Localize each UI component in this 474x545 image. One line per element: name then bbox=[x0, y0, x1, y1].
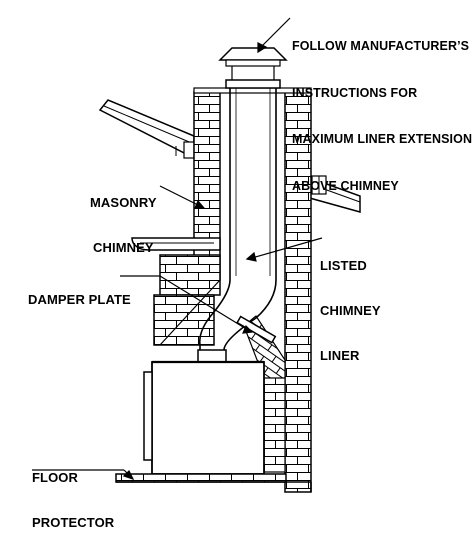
floor-line-2: PROTECTOR bbox=[32, 515, 115, 530]
rain-cap bbox=[218, 47, 288, 89]
chimney-liner bbox=[197, 80, 277, 363]
masonry-line-1: MASONRY bbox=[90, 195, 157, 210]
roof-left bbox=[98, 99, 195, 160]
listed-line-1: LISTED bbox=[320, 258, 367, 273]
masonry-chimney-label: MASONRY CHIMNEY bbox=[90, 165, 157, 270]
chimney-liner-diagram bbox=[32, 17, 361, 493]
stove bbox=[143, 360, 265, 475]
damper-plate-label: DAMPER PLATE bbox=[28, 262, 131, 322]
liner-extension-line-1: FOLLOW MANUFACTURER’S bbox=[292, 39, 470, 53]
liner-extension-label: FOLLOW MANUFACTURER’S INSTRUCTIONS FOR M… bbox=[292, 8, 472, 210]
liner-extension-line-4: ABOVE CHIMNEY bbox=[292, 178, 399, 193]
damper-plate bbox=[236, 315, 277, 344]
liner-extension-line-3: MAXIMUM LINER EXTENSION bbox=[292, 132, 473, 146]
listed-chimney-liner-label: LISTED CHIMNEY LINER bbox=[320, 228, 381, 378]
masonry-line-2: CHIMNEY bbox=[93, 240, 154, 255]
listed-line-3: LINER bbox=[320, 348, 360, 363]
leader-lines bbox=[32, 17, 323, 481]
floor-protector-label: FLOOR PROTECTOR bbox=[32, 440, 114, 545]
floor-protector bbox=[115, 473, 312, 492]
damper-line-1: DAMPER PLATE bbox=[28, 292, 131, 307]
floor-line-1: FLOOR bbox=[32, 470, 78, 485]
listed-line-2: CHIMNEY bbox=[320, 303, 381, 318]
liner-extension-line-2: INSTRUCTIONS FOR bbox=[292, 85, 418, 100]
